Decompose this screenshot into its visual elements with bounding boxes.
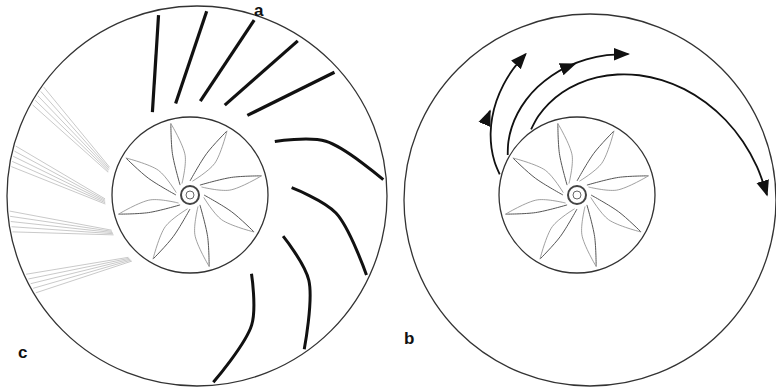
channel-wedge [11,167,105,204]
impeller-blade [195,206,210,266]
channel-wedge [10,211,112,230]
impeller-blade [506,200,566,215]
diffuser-casing [404,14,776,386]
impeller-blade [153,209,188,259]
impeller-blade [540,209,575,259]
channel-wedge [11,222,113,233]
impeller-blade [119,200,179,215]
straight-vane [200,20,254,101]
channel-wedge [31,259,130,283]
straight-vane [247,72,334,115]
channel-wedge [41,91,109,168]
shaft [186,191,194,199]
diffuser-casing [7,6,387,386]
channel-wedge [33,105,109,172]
impeller-blade [506,205,568,214]
channel-wedge [13,156,105,201]
impeller-blade [204,195,254,232]
impeller-blade [119,205,181,214]
impeller-blade [513,158,563,193]
channel-wedge [16,146,105,199]
impeller-blade [579,131,614,181]
impeller-blade [577,131,614,181]
impeller-blade [200,205,209,267]
channel-wedge [28,258,129,279]
channel-wedge [33,260,131,288]
straight-vane [176,11,207,103]
curved-vane [283,236,310,349]
impeller-blade [190,131,227,181]
impeller-blade [582,206,597,266]
impeller-blade [540,209,577,259]
hub [568,186,586,204]
impeller-blade [591,197,641,232]
impeller-blade [153,209,190,259]
flow-streamline [491,54,526,174]
channel-wedge [10,216,112,231]
channel-wedge [12,161,105,202]
curved-vane [213,274,254,382]
impeller-blade [126,158,176,193]
impeller-blade [558,124,573,184]
impeller-blade [192,131,227,181]
channel-wedge [38,96,109,170]
channel-wedge [14,151,105,200]
channel-wedge [26,257,128,274]
curved-vane [292,188,367,275]
channel-wedge [35,100,108,171]
impeller-blade [591,195,641,232]
flow-streamline [531,74,767,195]
impeller-blade [558,124,567,186]
impeller-circle [112,117,268,273]
impeller-blade [171,124,186,184]
impeller-blade [204,197,254,232]
impeller-blade [201,176,261,191]
impeller-circle [499,117,655,273]
impeller-blade [587,176,649,185]
impeller-blade [513,158,563,195]
part-letter: b [404,330,414,347]
channel-wedge [44,87,110,167]
curved-vane [275,139,383,180]
straight-vane [152,15,158,112]
impeller-blade [588,176,648,191]
part-letter: c [18,344,27,361]
channel-wedge [36,261,132,293]
impeller-blade [126,158,176,195]
flow-streamline [508,54,629,155]
part-letter: a [254,2,263,19]
flow-arrow [566,64,575,67]
shaft [573,191,581,199]
impeller-blade [200,176,262,185]
impeller-blade [171,124,180,186]
impeller-blade [587,205,596,267]
flow-arrow [487,111,490,119]
hub [181,186,199,204]
